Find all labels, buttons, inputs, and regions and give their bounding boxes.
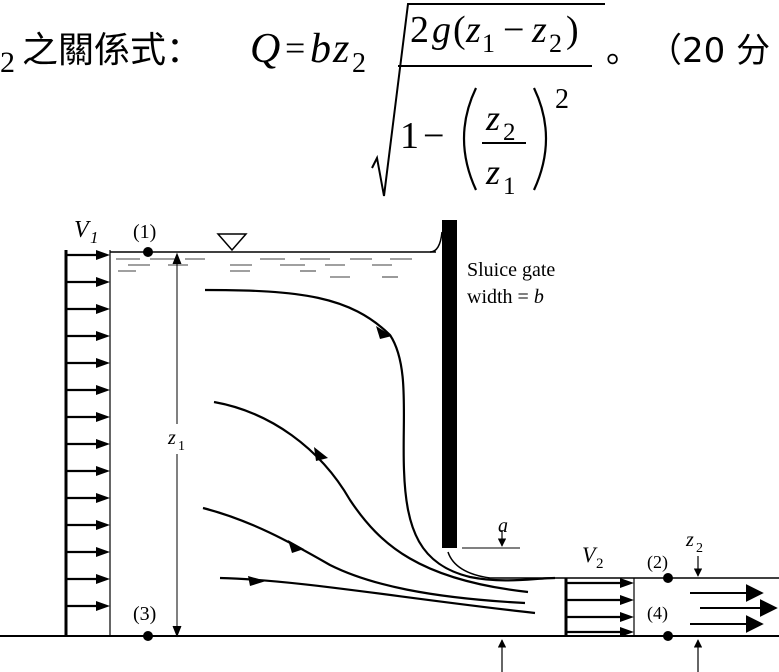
depth-subscript: 2	[352, 48, 366, 79]
downstream-velocity-subscript: 2	[596, 556, 604, 572]
downstream-flow-arrows	[690, 584, 778, 633]
downstream-velocity-label: V	[582, 542, 598, 567]
upstream-velocity-arrow-head-5	[96, 358, 110, 368]
z2-subscript: 2	[696, 541, 703, 556]
ratio-z1: z	[485, 152, 500, 192]
leading-subscript: 2	[0, 46, 15, 79]
depth-symbol: z	[332, 26, 349, 72]
point-3-label: (3)	[133, 603, 156, 625]
point-1-label: (1)	[133, 221, 156, 243]
big-paren-right	[533, 87, 548, 191]
point-1-marker	[143, 247, 153, 257]
streamline-4-arrow	[248, 576, 266, 586]
radical-sign	[371, 3, 605, 197]
upstream-velocity-arrow-head-6	[96, 385, 110, 395]
z2-label: z	[685, 529, 694, 551]
streamline-1	[204, 288, 556, 582]
point-4-marker	[663, 631, 673, 641]
numerator-paren-open: (	[453, 9, 466, 51]
downstream-velocity-arrow-head-3	[620, 612, 634, 622]
gate-width-prefix: width =	[467, 286, 534, 308]
period-mark: 。	[606, 31, 640, 71]
ratio-z1-subscript: 1	[503, 173, 516, 200]
gate-meniscus	[429, 231, 443, 253]
denominator-one: 1	[400, 115, 419, 157]
numerator-paren-close: )	[566, 9, 579, 51]
denominator-minus: −	[423, 115, 444, 157]
upstream-velocity-arrow-head-8	[96, 439, 110, 449]
upstream-velocity-arrow-head-3	[96, 304, 110, 314]
numerator-two: 2	[410, 9, 429, 51]
streamline-3-arrow	[288, 540, 304, 553]
a-label: a	[498, 515, 508, 537]
upstream-velocity-arrow-head-7	[96, 412, 110, 422]
numerator-minus: −	[503, 9, 524, 51]
upstream-velocity-arrow-head-10	[96, 493, 110, 503]
streamlines	[202, 288, 556, 615]
big-paren-left	[462, 87, 477, 191]
streamline-arrows	[248, 326, 392, 586]
flow-rate-symbol: Q	[250, 26, 280, 72]
problem-equation: 2 之關係式： Q = b z 2 2 g ( z 1 − z 2 ) 1 − …	[0, 3, 770, 200]
numerator-z2-subscript: 2	[549, 29, 562, 58]
streamline-3	[202, 506, 526, 605]
upstream-velocity-subscript: 1	[90, 228, 99, 247]
ratio-z2: z	[485, 98, 500, 138]
point-3-marker	[143, 631, 153, 641]
upstream-velocity-arrow-head-14	[96, 601, 110, 611]
numerator-z2: z	[531, 9, 547, 51]
upstream-velocity-arrow-head-13	[96, 574, 110, 584]
streamline-2	[213, 400, 529, 594]
numerator-z1-subscript: 1	[482, 29, 495, 58]
gate-label-line2: width = b	[467, 286, 544, 308]
point-2-label: (2)	[647, 552, 668, 573]
ratio-z2-subscript: 2	[503, 119, 516, 146]
upstream-velocity-arrow-head-1	[96, 250, 110, 260]
streamline-1-arrow	[376, 326, 392, 339]
downstream-free-surface	[447, 551, 779, 579]
ratio-power: 2	[555, 84, 569, 115]
z1-arrow-bottom	[172, 625, 182, 638]
upstream-velocity-arrows	[66, 250, 110, 611]
upstream-velocity-label: V	[74, 217, 91, 243]
relation-text: 之關係式：	[22, 30, 202, 71]
numerator-z1: z	[465, 9, 481, 51]
gate-width-variable: b	[534, 286, 544, 308]
upstream-velocity-arrow-head-2	[96, 277, 110, 287]
upstream-velocity-profile	[64, 250, 111, 636]
upstream-velocity-arrow-head-12	[96, 547, 110, 557]
downstream-velocity-arrow-head-4	[620, 627, 634, 637]
gravity-symbol: g	[432, 9, 451, 51]
surface-hatch	[116, 258, 412, 278]
downstream-velocity-arrow-head-1	[620, 578, 634, 588]
sluice-gate	[442, 220, 457, 548]
streamline-2-arrow	[314, 447, 328, 461]
equals-sign: =	[285, 28, 305, 68]
width-symbol: b	[310, 26, 331, 72]
downstream-velocity-profile	[564, 578, 635, 637]
point-2-marker	[663, 573, 673, 583]
z1-arrow-top	[172, 252, 182, 265]
downstream-velocity-arrow-head-2	[620, 595, 634, 605]
upstream-velocity-arrow-head-4	[96, 331, 110, 341]
z1-subscript: 1	[178, 439, 185, 454]
gate-label-line1: Sluice gate	[467, 259, 555, 281]
points-label: （20 分	[648, 31, 770, 71]
free-surface-triangle	[216, 233, 248, 252]
point-4-label: (4)	[647, 603, 668, 624]
z1-label: z	[167, 427, 176, 449]
downstream-velocity-arrows	[566, 578, 634, 637]
upstream-velocity-arrow-head-11	[96, 520, 110, 530]
upstream-velocity-arrow-head-9	[96, 466, 110, 476]
